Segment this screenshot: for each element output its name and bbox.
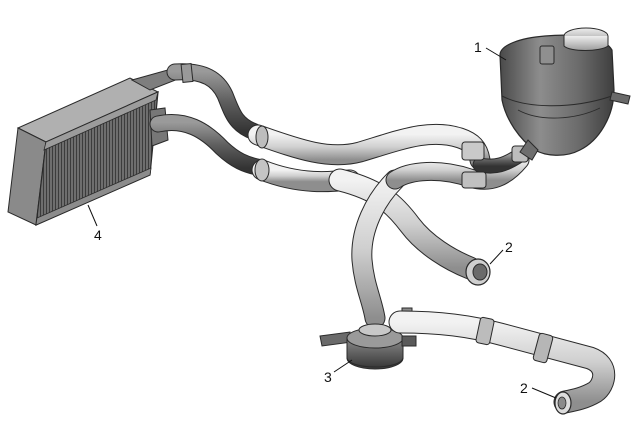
leader-line-reservoir: [485, 47, 507, 61]
callout-heater-core: 4: [87, 204, 102, 243]
callout-reservoir: 1: [474, 39, 507, 61]
leader-line-pump: [333, 359, 353, 373]
hose-to-upper-outlet: [328, 168, 491, 286]
heater-inlet-hose: [149, 114, 271, 177]
leader-line-heater-core: [87, 204, 98, 227]
callout-label-lower-outlet: 2: [520, 380, 528, 396]
heater-outlet-hose: [166, 62, 264, 141]
callout-lower-outlet: 2: [520, 380, 557, 399]
callout-label-reservoir: 1: [474, 39, 482, 55]
coolant-reservoir: [499, 27, 631, 161]
callout-label-pump: 3: [324, 369, 332, 385]
heater-core: [7, 65, 198, 226]
callout-pump: 3: [324, 359, 353, 385]
cross-hose: [385, 147, 530, 190]
upper-return-hose: [247, 123, 491, 171]
pump-outlet-hose: [388, 310, 616, 415]
leader-line-upper-outlet: [489, 249, 504, 265]
hose-to-pump: [351, 169, 406, 329]
callout-upper-outlet: 2: [489, 239, 513, 265]
callout-label-upper-outlet: 2: [505, 239, 513, 255]
leader-line-lower-outlet: [531, 387, 557, 399]
callout-label-heater-core: 4: [94, 227, 102, 243]
